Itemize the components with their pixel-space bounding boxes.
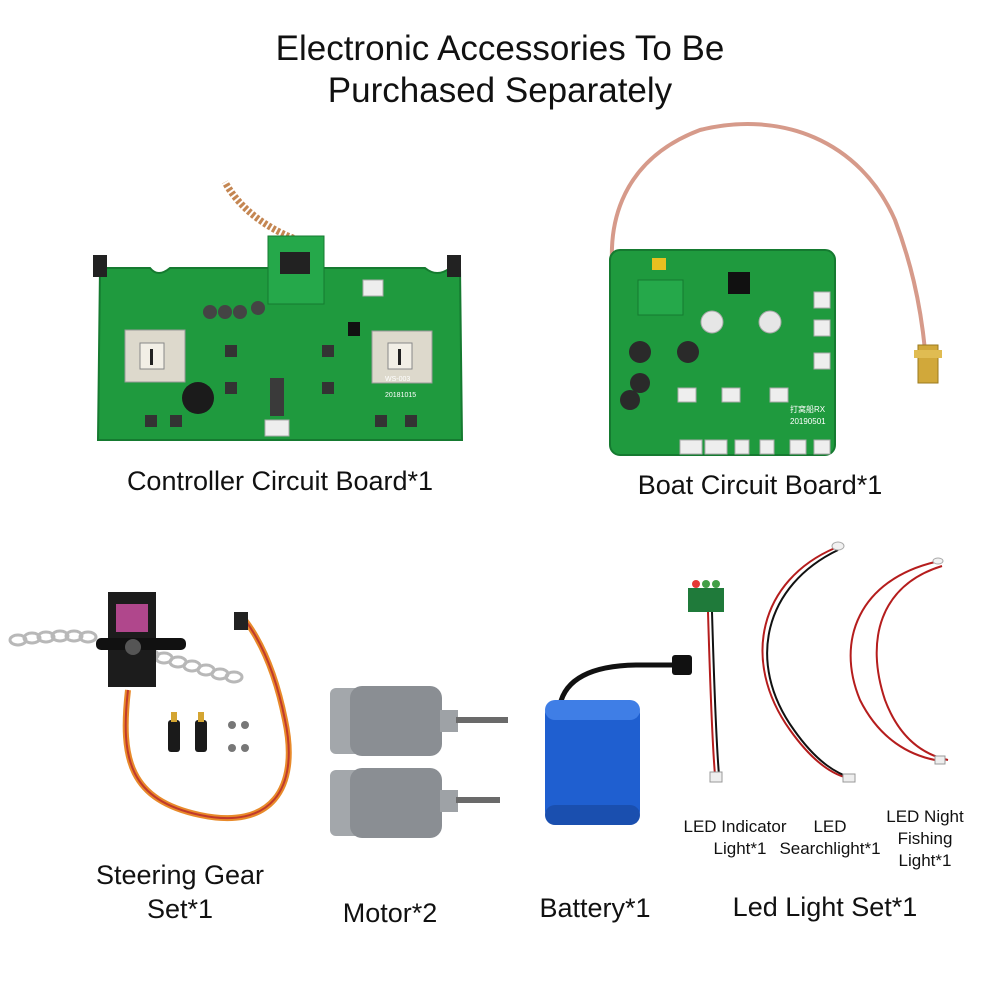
led-indicator-label: LED Indicator Light*1 [675, 816, 795, 860]
boat-model-text: 打窝船RX [790, 404, 826, 414]
led-indicator-label-line-2: Light*1 [713, 839, 767, 858]
battery-body [545, 700, 640, 825]
screws [228, 721, 249, 752]
led-searchlight-wire [761, 541, 856, 783]
boat-date-text: 20190501 [790, 417, 826, 426]
sma-connector [914, 344, 942, 384]
motor-caption: Motor*2 [342, 898, 438, 928]
led-indicator-label-line-1: LED Indicator [683, 817, 787, 836]
title-line-1: Electronic Accessories To Be [275, 29, 725, 68]
controller-board-caption: Controller Circuit Board*1 [126, 466, 434, 496]
battery-wire [557, 662, 680, 706]
right-joystick [371, 330, 433, 384]
led-night-fishing-label-line-1: LED Night [886, 807, 964, 826]
led-searchlight-label-line-1: LED [813, 817, 847, 836]
servo-mounts [168, 712, 207, 752]
left-joystick [124, 329, 186, 383]
title-line-2: Purchased Separately [327, 71, 673, 110]
controller-model-text: WS-003 [385, 376, 410, 383]
steering-gear-caption-line-1: Steering Gear [95, 860, 265, 890]
servo-body [96, 592, 186, 687]
battery-caption: Battery*1 [539, 893, 651, 923]
led-indicator-board [688, 580, 724, 612]
motor-top [330, 686, 508, 756]
steering-gear-caption: Steering Gear Set*1 [60, 858, 300, 926]
controller-date-text: 20181015 [385, 392, 416, 399]
controller-antenna-coil [221, 180, 300, 244]
led-searchlight-label-line-2: Searchlight*1 [779, 839, 881, 858]
led-set-caption: Led Light Set*1 [732, 892, 918, 922]
led-night-fishing-label: LED Night Fishing Light*1 [875, 806, 975, 872]
boat-board-caption: Boat Circuit Board*1 [637, 470, 883, 500]
led-searchlight-label: LED Searchlight*1 [775, 816, 885, 860]
motor-bottom [330, 768, 500, 838]
led-night-fishing-label-line-2: Fishing [897, 829, 953, 848]
boat-antenna-cable [609, 122, 927, 351]
led-night-fishing-label-line-3: Light*1 [898, 851, 952, 870]
steering-gear-caption-line-2: Set*1 [146, 894, 214, 924]
page-title: Electronic Accessories To Be Purchased S… [0, 28, 1000, 112]
led-night-fishing-wire [849, 557, 949, 765]
